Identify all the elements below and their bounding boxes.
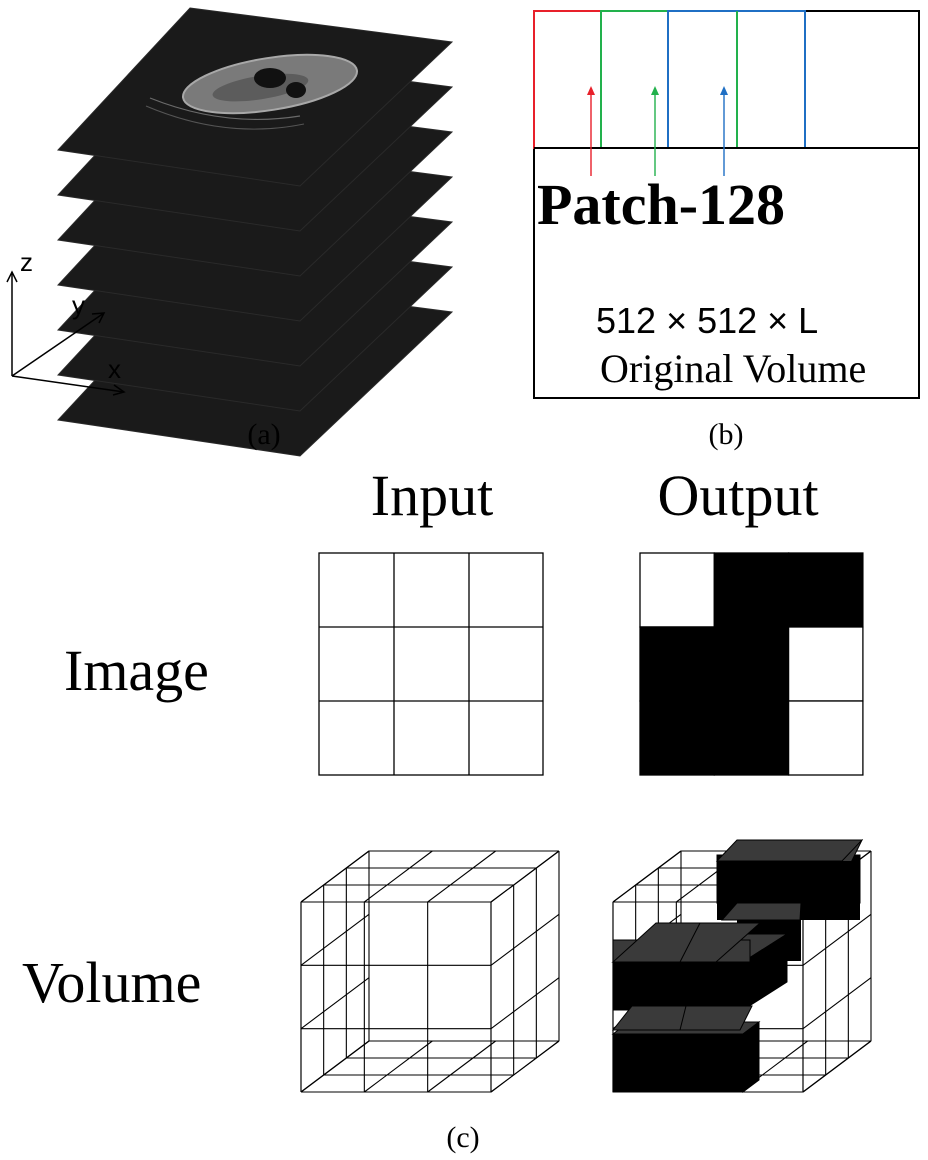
output-cell-empty [787,626,864,702]
output-cell-filled [787,552,864,628]
panel-b: Patch-128 512 × 512 × L Original Volume … [533,10,920,451]
y-axis-arrowhead [91,312,106,324]
z-axis-label: z [20,247,33,277]
voxel-grid-line [490,913,560,966]
z-axis-arrowhead [6,270,18,283]
voxel-grid-line [300,977,370,1030]
voxel-grid-line [427,1040,496,1093]
column-header-input: Input [371,463,493,528]
output-volume-cube [611,839,872,1093]
caption-c: (c) [446,1121,479,1154]
pointer-blue-head [720,86,728,95]
output-image-grid [639,552,864,776]
caption-b: (b) [709,418,744,451]
voxel-grid-line [427,850,496,903]
voxel-front-face [612,961,744,1011]
voxel-grid-line [300,1040,370,1093]
voxel-front-face [717,861,860,903]
output-cell-filled [639,626,715,702]
voxel-side-face [742,933,788,1011]
voxel-grid-line [802,913,872,966]
voxel-side-face [742,1021,760,1093]
voxel-grid-line [300,850,370,903]
ct-airway [254,68,286,88]
axis-arrows [6,270,126,396]
voxel-grid-line [802,977,872,1030]
voxel-grid-line [679,922,701,963]
output-cell-filled [713,700,790,776]
voxel-grid-line [490,1040,560,1093]
voxel-grid-line [364,850,433,903]
voxel-grid-line [490,977,560,1030]
ct-airway [286,82,306,98]
voxel-grid-line [802,1040,872,1093]
original-volume-label: Original Volume [600,346,866,391]
patch-box-4 [736,10,806,149]
caption-a: (a) [247,418,280,451]
patch-box-3 [667,10,738,149]
ct-slice-stack [56,7,454,457]
input-image-grid [318,552,544,776]
x-axis-line [11,375,125,393]
output-cell-empty [639,552,715,628]
voxel-grid-line [364,1040,433,1093]
row-header-image: Image [64,638,209,703]
panel-a: z y x (a) [6,7,454,457]
voxel-top-face [715,839,864,862]
column-header-output: Output [657,463,818,528]
voxel-top-face [611,922,762,963]
y-axis-line [11,312,105,377]
x-axis-arrowhead [112,384,126,396]
row-header-volume: Volume [22,950,201,1015]
output-cell-empty [787,700,864,776]
ct-scanner-bed-line [149,97,301,121]
pointer-green-head [651,86,659,95]
y-axis-label: y [72,290,85,320]
panel-c: Input Output Image Volume (c) [22,463,872,1154]
voxel-grid-line [300,913,370,966]
input-volume-cube [300,850,560,1093]
voxel-grid-line [490,850,560,903]
x-axis-label: x [108,354,121,384]
ct-scanner-bed-line [145,105,305,130]
pointer-red-head [587,86,595,95]
voxel-grid-line [679,1005,687,1031]
output-cell-filled [713,626,790,702]
patch-label: Patch-128 [537,172,785,237]
patch-pointers [587,86,728,176]
patch-box-2 [600,10,669,149]
output-cell-filled [713,552,790,628]
voxel-grid-line [612,850,682,903]
volume-size-label: 512 × 512 × L [596,300,818,341]
output-cell-filled [639,700,715,776]
voxel-front-face [612,1033,744,1093]
